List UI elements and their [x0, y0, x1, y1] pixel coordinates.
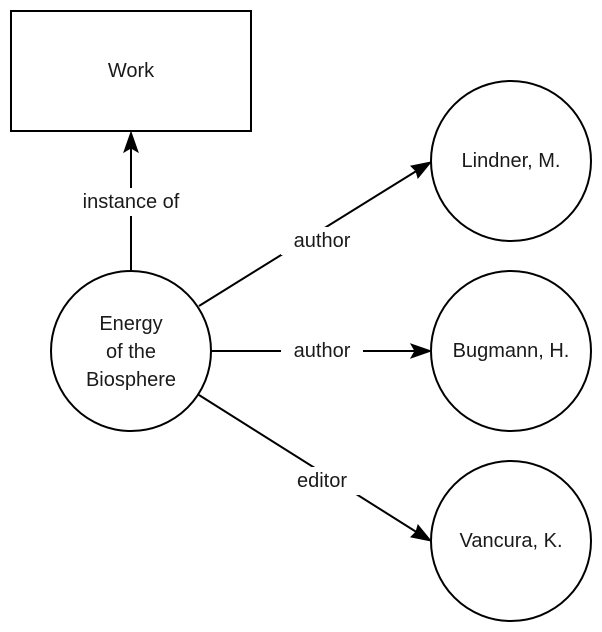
- node-label-energy-line-1: Energy: [99, 313, 162, 335]
- lindner-circle: [430, 80, 592, 242]
- arrowhead-author-lindner: [409, 161, 433, 180]
- bugmann-circle: [430, 270, 592, 432]
- edge-editor-vancura: editor: [198, 394, 433, 542]
- edge-instance-of: instance of: [66, 130, 196, 270]
- node-label-vancura: Vancura, K.: [459, 530, 562, 552]
- edge-author-bugmann: author: [211, 337, 433, 365]
- node-lindner[interactable]: Lindner, M.: [430, 80, 592, 242]
- arrowhead-instance-of: [123, 130, 139, 154]
- energy-circle: [50, 270, 212, 432]
- node-energy-of-the-biosphere[interactable]: Energy of the Biosphere: [50, 270, 212, 432]
- node-label-bugmann: Bugmann, H.: [453, 340, 570, 362]
- node-work[interactable]: Work: [10, 10, 252, 132]
- edge-label-author-lindner: author: [294, 230, 351, 252]
- work-rectangle: [10, 10, 252, 132]
- node-label-lindner: Lindner, M.: [462, 150, 561, 172]
- node-vancura[interactable]: Vancura, K.: [430, 460, 592, 622]
- edge-label-author-bugmann: author: [294, 340, 351, 362]
- arrowhead-author-bugmann: [409, 343, 433, 359]
- arrowhead-editor-vancura: [409, 523, 433, 542]
- edge-author-lindner: author: [198, 161, 433, 307]
- node-label-work: Work: [108, 60, 155, 82]
- node-bugmann[interactable]: Bugmann, H.: [430, 270, 592, 432]
- node-label-energy-line-3: Biosphere: [86, 369, 176, 391]
- edge-label-instance-of: instance of: [83, 191, 180, 213]
- edge-label-editor-vancura: editor: [297, 470, 347, 492]
- node-label-energy-line-2: of the: [106, 341, 156, 363]
- vancura-circle: [430, 460, 592, 622]
